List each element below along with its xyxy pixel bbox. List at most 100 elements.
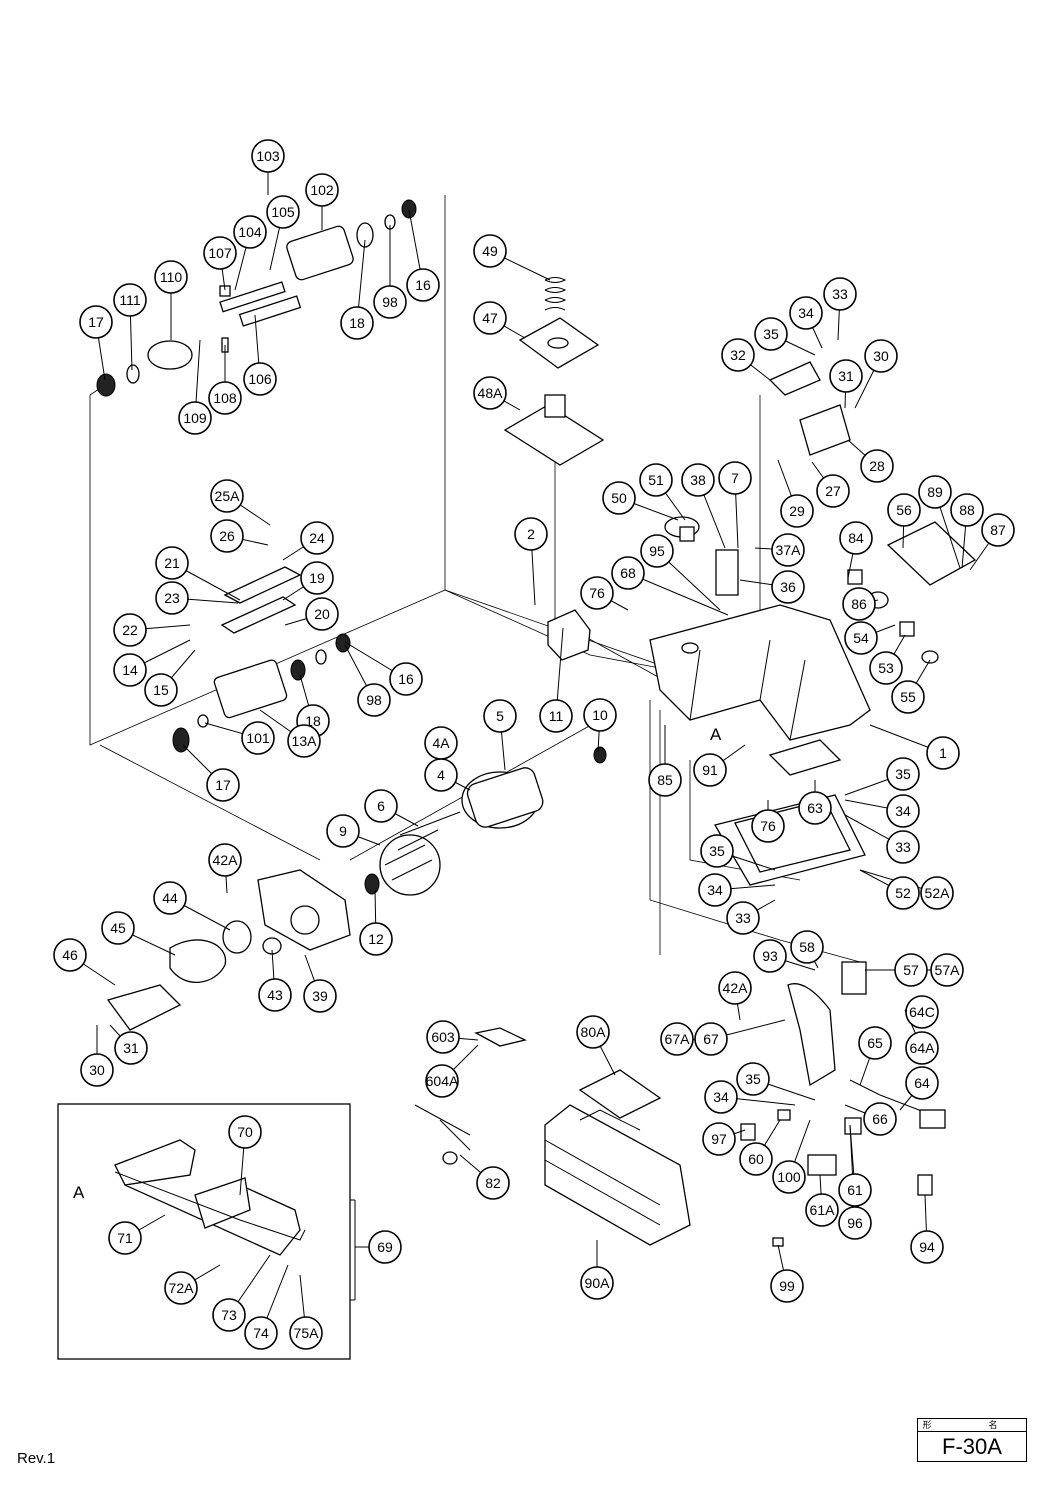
- callout-circle: [113, 613, 147, 647]
- callout-number: 67A: [665, 1031, 691, 1047]
- callout-circle: [721, 338, 755, 372]
- part-callout: 20: [305, 597, 339, 631]
- callout-number: 100: [777, 1169, 801, 1185]
- part-callout: 75A: [289, 1316, 323, 1350]
- callout-circle: [770, 1269, 804, 1303]
- callout-circle: [886, 830, 920, 864]
- callout-circle: [844, 621, 878, 655]
- callout-leader: [627, 572, 729, 616]
- part-callout: 95: [640, 534, 674, 568]
- part-callout: 85: [648, 763, 682, 797]
- callout-number: 38: [690, 472, 706, 488]
- callout-number: 4: [437, 767, 445, 783]
- callout-number: 27: [825, 483, 841, 499]
- callout-circle: [424, 758, 458, 792]
- part-callout: 27: [816, 474, 850, 508]
- part-callout: 64A: [905, 1031, 939, 1065]
- callout-number: 48A: [478, 385, 504, 401]
- callout-circle: [771, 570, 805, 604]
- part-callout: 44: [153, 881, 187, 915]
- callout-circle: [113, 283, 147, 317]
- callout-circle: [602, 481, 636, 515]
- callout-number: 73: [221, 1307, 237, 1323]
- part-callout: 1: [926, 736, 960, 770]
- part-callout: 94: [910, 1230, 944, 1264]
- callout-circle: [858, 1026, 892, 1060]
- callout-circle: [693, 753, 727, 787]
- part-callout: 22: [113, 613, 147, 647]
- part-callout: 18: [340, 306, 374, 340]
- part-callout: 29: [780, 494, 814, 528]
- callout-circle: [816, 474, 850, 508]
- callout-number: 64C: [909, 1004, 935, 1020]
- part-callout: 30: [864, 339, 898, 373]
- callout-circle: [208, 843, 242, 877]
- callout-number: 85: [657, 772, 673, 788]
- callout-number: 111: [119, 292, 140, 308]
- callout-number: 71: [117, 1230, 133, 1246]
- part-callout: 89: [918, 475, 952, 509]
- part-callout: 7: [718, 461, 752, 495]
- callout-number: 18: [349, 315, 365, 331]
- callout-number: 33: [895, 839, 911, 855]
- part-callout: 2: [514, 517, 548, 551]
- callout-circle: [514, 517, 548, 551]
- part-callout: 33: [886, 830, 920, 864]
- part-callout: 45: [101, 911, 135, 945]
- callout-circle: [751, 809, 785, 843]
- callout-number: 35: [763, 326, 779, 342]
- callout-circle: [886, 794, 920, 828]
- callout-circle: [823, 277, 857, 311]
- callout-circle: [829, 359, 863, 393]
- callout-number: 58: [799, 939, 815, 955]
- callout-number: 107: [208, 245, 232, 261]
- callout-circle: [300, 561, 334, 595]
- callout-number: 95: [649, 543, 665, 559]
- part-callout: 74: [244, 1316, 278, 1350]
- callout-number: 103: [256, 148, 280, 164]
- callout-number: 110: [160, 269, 183, 285]
- callout-circle: [886, 876, 920, 910]
- callout-circle: [580, 1266, 614, 1300]
- part-callout: 69: [368, 1230, 402, 1264]
- part-callout: 33: [823, 277, 857, 311]
- callout-circle: [718, 971, 752, 1005]
- callout-circle: [289, 1316, 323, 1350]
- callout-number: 63: [807, 800, 823, 816]
- part-callout: 88: [950, 493, 984, 527]
- part-callout: 52: [886, 876, 920, 910]
- part-callout: 34: [698, 873, 732, 907]
- callout-circle: [739, 1142, 773, 1176]
- callout-circle: [258, 978, 292, 1012]
- callout-number: 42A: [213, 852, 239, 868]
- callout-circle: [718, 461, 752, 495]
- part-callout: 51: [639, 463, 673, 497]
- part-callout: 56: [887, 493, 921, 527]
- callout-number: 6: [377, 798, 385, 814]
- callout-number: 99: [779, 1278, 795, 1294]
- callout-circle: [101, 911, 135, 945]
- callout-circle: [326, 814, 360, 848]
- callout-circle: [576, 1015, 610, 1049]
- callout-number: 67: [703, 1031, 719, 1047]
- callout-number: 88: [959, 502, 975, 518]
- callout-number: 98: [366, 692, 382, 708]
- callout-circle: [426, 1020, 460, 1054]
- callout-circle: [869, 651, 903, 685]
- callout-circle: [154, 260, 188, 294]
- part-callout: 76: [751, 809, 785, 843]
- part-callout: 50: [602, 481, 636, 515]
- part-callout: 97: [702, 1122, 736, 1156]
- part-callout: 14: [113, 653, 147, 687]
- callout-number: 47: [482, 310, 498, 326]
- part-callout: 16: [389, 662, 423, 696]
- callout-circle: [210, 519, 244, 553]
- callout-circle: [244, 1316, 278, 1350]
- part-callout: 108: [208, 381, 242, 415]
- part-callout: 38: [681, 463, 715, 497]
- callout-number: 97: [711, 1131, 727, 1147]
- callout-number: 15: [153, 682, 169, 698]
- callout-circle: [251, 139, 285, 173]
- callout-number: 34: [707, 882, 723, 898]
- callout-number: 20: [314, 606, 330, 622]
